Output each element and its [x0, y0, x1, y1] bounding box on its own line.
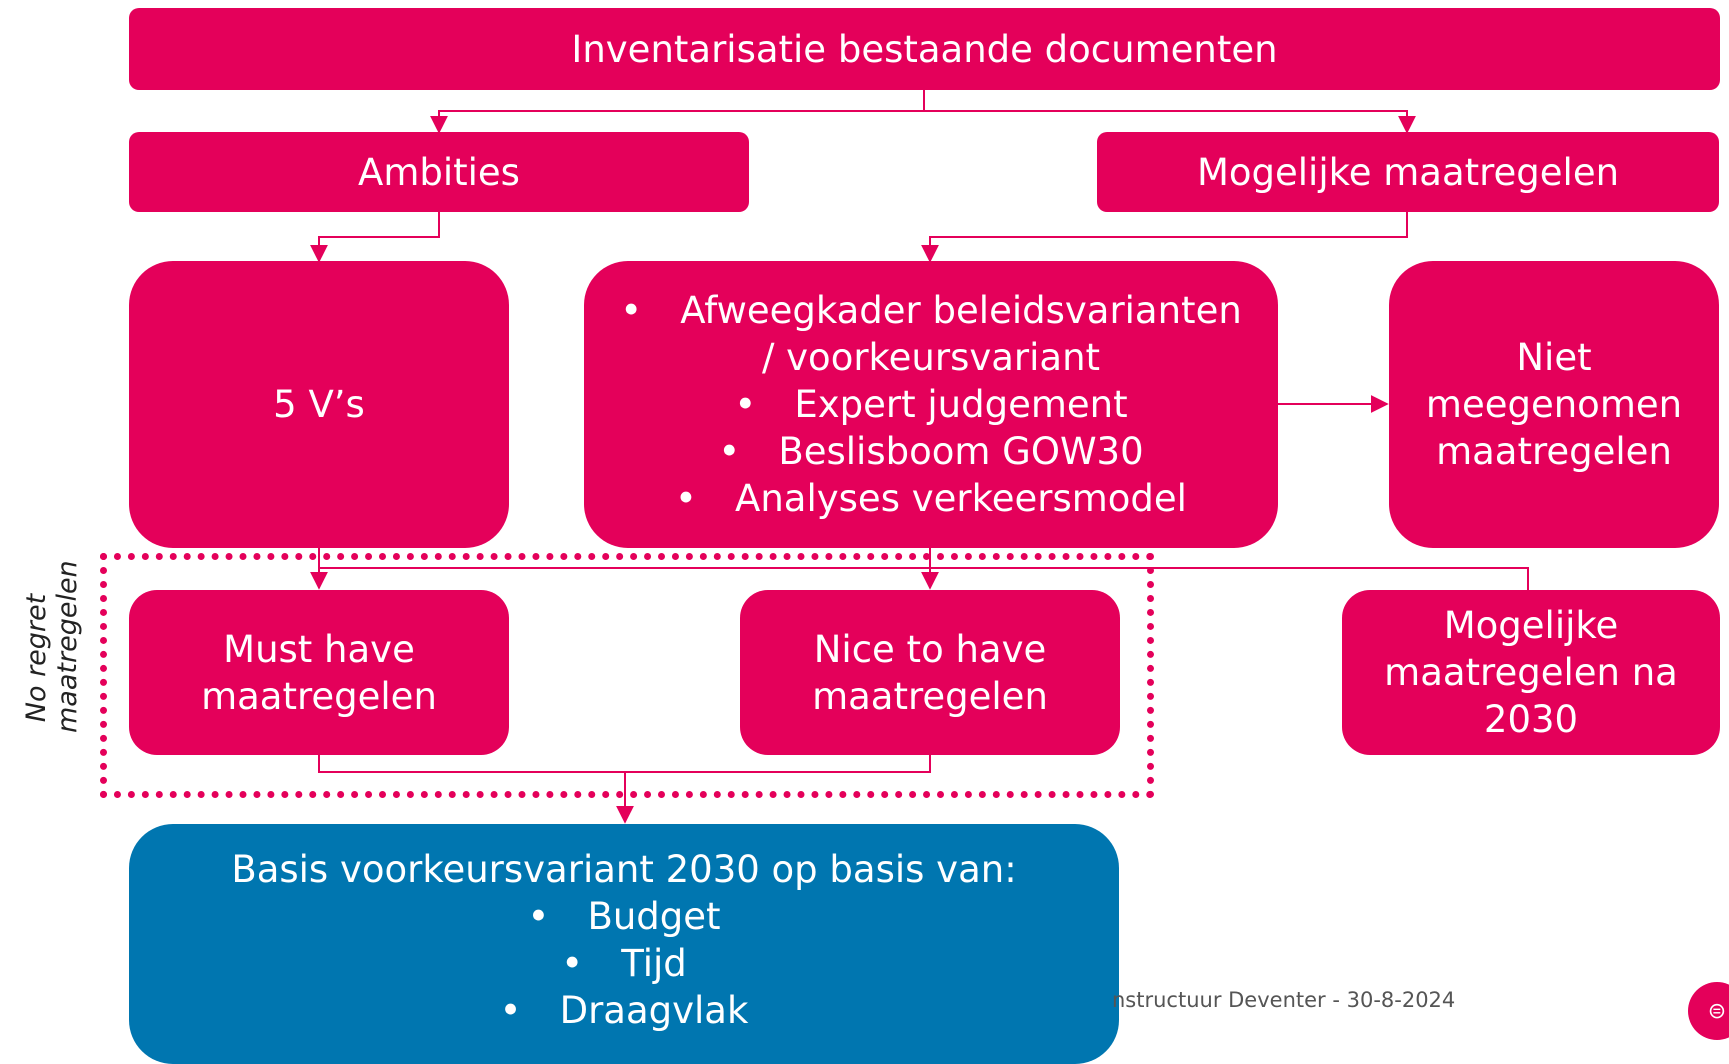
- afweeg-box: •Afweegkader beleidsvarianten / voorkeur…: [584, 261, 1278, 548]
- logo-glyph: ⊜: [1707, 998, 1727, 1024]
- basis-list: •Budget •Tijd •Draagvlak: [500, 893, 749, 1034]
- afweeg-item-text: Expert judgement: [794, 383, 1128, 426]
- arrow-mogelijke-to-afweeg: [921, 212, 1408, 263]
- na-2030-label: Mogelijke maatregelen na 2030: [1384, 604, 1678, 741]
- ambities-label: Ambities: [358, 150, 520, 194]
- nice-to-have-box: Nice to have maatregelen: [740, 590, 1120, 755]
- basis-item: • Budget: [500, 893, 749, 940]
- basis-item-text: Budget: [587, 895, 721, 938]
- afweeg-item: • Expert judgement: [584, 381, 1278, 428]
- no-regret-label: No regret maatregelen: [21, 560, 83, 733]
- afweeg-item: • Afweegkader beleidsvarianten / voorkeur…: [584, 287, 1278, 381]
- footer-text: nstructuur Deventer - 30-8-2024: [1112, 988, 1456, 1012]
- mogelijke-maatregelen-box: Mogelijke maatregelen: [1097, 132, 1719, 212]
- ambities-box: Ambities: [129, 132, 749, 212]
- basis-box: Basis voorkeursvariant 2030 op basis van…: [129, 824, 1119, 1064]
- must-have-label: Must have maatregelen: [201, 627, 437, 718]
- bullet-icon: •: [527, 895, 550, 938]
- mogelijke-maatregelen-label: Mogelijke maatregelen: [1196, 150, 1620, 194]
- vijf-vs-box: 5 V’s: [129, 261, 509, 548]
- inventarisatie-label: Inventarisatie bestaande documenten: [571, 27, 1278, 71]
- bullet-icon: •: [718, 430, 741, 473]
- basis-item: • Draagvlak: [500, 987, 749, 1034]
- na-2030-box: Mogelijke maatregelen na 2030: [1342, 590, 1720, 755]
- bullet-icon: •: [499, 989, 522, 1032]
- arrow-top-to-ambities: [430, 90, 925, 134]
- arrow-ambities-to-5vs: [310, 212, 440, 263]
- afweeg-item-text: Afweegkader beleidsvarianten / voorkeurs…: [680, 289, 1242, 379]
- no-regret-text: No regret maatregelen: [21, 560, 83, 733]
- bullet-icon: •: [620, 289, 643, 332]
- basis-item-text: Draagvlak: [559, 989, 749, 1032]
- afweeg-item: • Beslisboom GOW30: [584, 428, 1278, 475]
- afweeg-list: •Afweegkader beleidsvarianten / voorkeur…: [584, 287, 1278, 522]
- afweeg-item-text: Analyses verkeersmodel: [735, 477, 1187, 520]
- no-regret-dashed-border: [100, 553, 1154, 798]
- basis-item-text: Tijd: [621, 942, 687, 985]
- niet-meegenomen-box: Niet meegenomen maatregelen: [1389, 261, 1719, 548]
- circle-logo-icon: ⊜: [1688, 982, 1729, 1040]
- basis-title: Basis voorkeursvariant 2030 op basis van…: [231, 848, 1017, 891]
- inventarisatie-box: Inventarisatie bestaande documenten: [129, 8, 1720, 90]
- line-afweeg-to-na2030: [930, 567, 1529, 590]
- basis-item: • Tijd: [500, 940, 749, 987]
- arrow-top-to-mogelijke: [924, 110, 1416, 134]
- afweeg-item: • Analyses verkeersmodel: [584, 475, 1278, 522]
- vijf-vs-label: 5 V’s: [273, 383, 365, 426]
- bullet-icon: •: [561, 942, 584, 985]
- bullet-icon: •: [734, 383, 757, 426]
- no-regret-label-wrap: No regret maatregelen: [12, 560, 92, 748]
- nice-to-have-label: Nice to have maatregelen: [812, 627, 1048, 718]
- niet-meegenomen-label: Niet meegenomen maatregelen: [1425, 336, 1683, 473]
- must-have-box: Must have maatregelen: [129, 590, 509, 755]
- bullet-icon: •: [675, 477, 697, 520]
- afweeg-item-text: Beslisboom GOW30: [778, 430, 1144, 473]
